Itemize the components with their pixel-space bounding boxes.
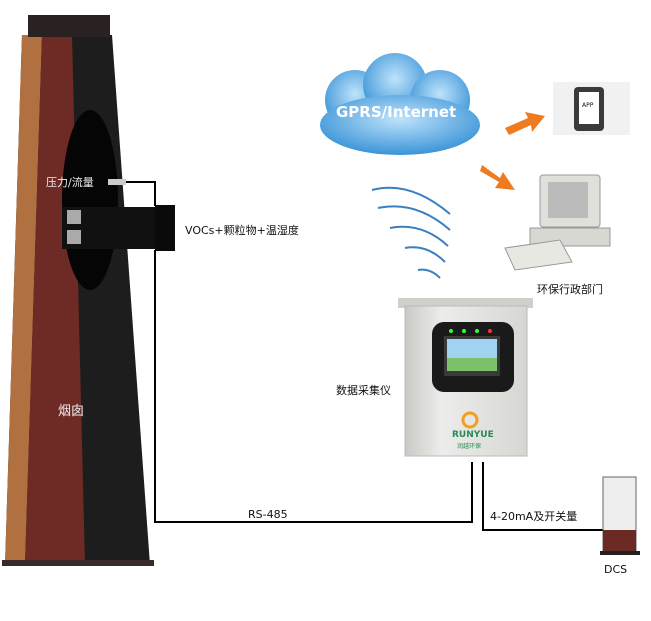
analog-label: 4-20mA及开关量 [490,510,578,523]
rs485-label: RS-485 [248,508,288,521]
data-collector-cabinet [398,298,533,457]
arrows [480,112,545,190]
dcs-label: DCS [604,563,628,576]
computer-icon [504,174,611,271]
pressure-flow-label: 压力/流量 [46,176,94,189]
brand-cn-text: 润越环保 [457,443,482,450]
brand-logo-text: RUNYUE [452,430,494,440]
dcs-server-icon [600,476,640,555]
app-label: APP [582,102,594,109]
app-phone-icon [553,82,630,135]
sensor-unit [62,179,175,251]
collector-label: 数据采集仪 [336,384,391,397]
epa-label: 环保行政部门 [537,283,603,296]
sensor-label: VOCs+颗粒物+温湿度 [185,224,299,237]
network-label: GPRS/Internet [336,103,457,121]
wireless-signal-icon [371,186,451,279]
wires [126,181,603,531]
cloud-icon [320,53,480,155]
chimney [2,15,154,566]
chimney-label: 烟囱 [58,404,85,419]
